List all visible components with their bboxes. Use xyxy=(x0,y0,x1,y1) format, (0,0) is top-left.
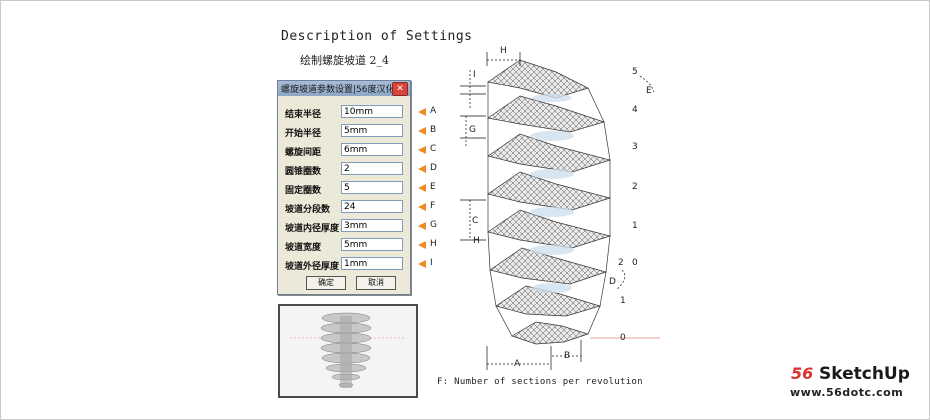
page-subtitle: 绘制螺旋坡道 2_4 xyxy=(300,54,389,67)
field-row-cone-turns: 圆锥圈数 2 xyxy=(278,161,410,179)
dim-label-e: E xyxy=(646,86,652,96)
turn-number: 2 xyxy=(632,182,638,192)
field-label: 坡道外径厚度 xyxy=(285,262,340,272)
marker-label: G xyxy=(430,220,437,230)
turn-number: 3 xyxy=(632,142,638,152)
field-label: 结束半径 xyxy=(285,110,322,120)
marker-e: E xyxy=(418,182,444,194)
segments-input[interactable]: 24 xyxy=(341,200,403,213)
inner-thickness-input[interactable]: 3mm xyxy=(341,219,403,232)
dim-label-b: B xyxy=(564,351,571,361)
ok-button[interactable]: 确定 xyxy=(306,276,346,290)
field-row-start-radius: 开始半径 5mm xyxy=(278,123,410,141)
spiral-pitch-input[interactable]: 6mm xyxy=(341,143,403,156)
arrow-left-icon xyxy=(418,184,426,192)
marker-label: D xyxy=(430,163,437,173)
turn-number: 0 xyxy=(632,258,638,268)
marker-c: C xyxy=(418,144,444,156)
outer-thickness-input[interactable]: 1mm xyxy=(341,257,403,270)
close-button[interactable]: ✕ xyxy=(392,82,408,96)
marker-label: H xyxy=(430,239,437,249)
field-label: 开始半径 xyxy=(285,129,322,139)
settings-dialog: 螺旋坡道参数设置|56度汉化 ✕ 结束半径 10mm 开始半径 5mm 螺旋间距… xyxy=(277,80,411,295)
field-label: 坡道内径厚度 xyxy=(285,224,340,234)
brand-logo-name: SketchUp xyxy=(819,364,910,384)
arrow-left-icon xyxy=(418,222,426,230)
cancel-button[interactable]: 取消 xyxy=(356,276,396,290)
marker-h: H xyxy=(418,239,444,251)
arrow-left-icon xyxy=(418,108,426,116)
brand-url: www.56dotc.com xyxy=(790,386,904,399)
field-row-inner-thickness: 坡道内径厚度 3mm xyxy=(278,218,410,236)
field-label: 固定圈数 xyxy=(285,186,322,196)
dim-label-c: C xyxy=(472,216,479,226)
field-row-end-radius: 结束半径 10mm xyxy=(278,104,410,122)
field-row-fixed-turns: 固定圈数 5 xyxy=(278,180,410,198)
marker-label: A xyxy=(430,106,437,116)
field-row-outer-thickness: 坡道外径厚度 1mm xyxy=(278,256,410,274)
marker-b: B xyxy=(418,125,444,137)
arrow-left-icon xyxy=(418,165,426,173)
turn-number: 1 xyxy=(620,296,626,306)
marker-label: E xyxy=(430,182,436,192)
brand-logo-number: 56 xyxy=(791,364,814,383)
dim-label-g: G xyxy=(469,125,476,135)
arrow-left-icon xyxy=(418,146,426,154)
turn-number: 2 xyxy=(618,258,624,268)
turn-number: 0 xyxy=(620,333,626,343)
turn-number: 4 xyxy=(632,105,638,115)
fixed-turns-input[interactable]: 5 xyxy=(341,181,403,194)
page-title: Description of Settings xyxy=(281,29,473,44)
marker-label: F xyxy=(430,201,436,211)
start-radius-input[interactable]: 5mm xyxy=(341,124,403,137)
arrow-left-icon xyxy=(418,127,426,135)
field-label: 坡道分段数 xyxy=(285,205,331,215)
preview-spiral-graphic xyxy=(290,312,406,388)
arrow-left-icon xyxy=(418,260,426,268)
arrow-left-icon xyxy=(418,203,426,211)
dialog-title: 螺旋坡道参数设置|56度汉化 xyxy=(281,85,395,95)
cone-turns-input[interactable]: 2 xyxy=(341,162,403,175)
marker-label: C xyxy=(430,144,437,154)
field-label: 螺旋间距 xyxy=(285,148,322,158)
spiral-preview-image xyxy=(278,304,418,398)
marker-a: A xyxy=(418,106,444,118)
marker-g: G xyxy=(418,220,444,232)
diagram-caption: F: Number of sections per revolution xyxy=(437,377,643,387)
field-row-spiral-pitch: 螺旋间距 6mm xyxy=(278,142,410,160)
field-label: 圆锥圈数 xyxy=(285,167,322,177)
field-row-ramp-width: 坡道宽度 5mm xyxy=(278,237,410,255)
marker-f: F xyxy=(418,201,444,213)
dim-label-h-top: H xyxy=(500,46,507,56)
dim-label-d: D xyxy=(609,277,616,287)
field-label: 坡道宽度 xyxy=(285,243,322,253)
end-radius-input[interactable]: 10mm xyxy=(341,105,403,118)
marker-d: D xyxy=(418,163,444,175)
arrow-left-icon xyxy=(418,241,426,249)
dim-label-i: I xyxy=(473,70,476,80)
marker-label: B xyxy=(430,125,437,135)
dim-label-h: H xyxy=(473,236,480,246)
marker-label: I xyxy=(430,258,433,268)
dialog-titlebar[interactable]: 螺旋坡道参数设置|56度汉化 ✕ xyxy=(278,81,410,96)
field-row-segments: 坡道分段数 24 xyxy=(278,199,410,217)
marker-i: I xyxy=(418,258,444,270)
dim-label-a: A xyxy=(514,359,521,369)
turn-number: 5 xyxy=(632,67,638,77)
ramp-width-input[interactable]: 5mm xyxy=(341,238,403,251)
turn-number: 1 xyxy=(632,221,638,231)
